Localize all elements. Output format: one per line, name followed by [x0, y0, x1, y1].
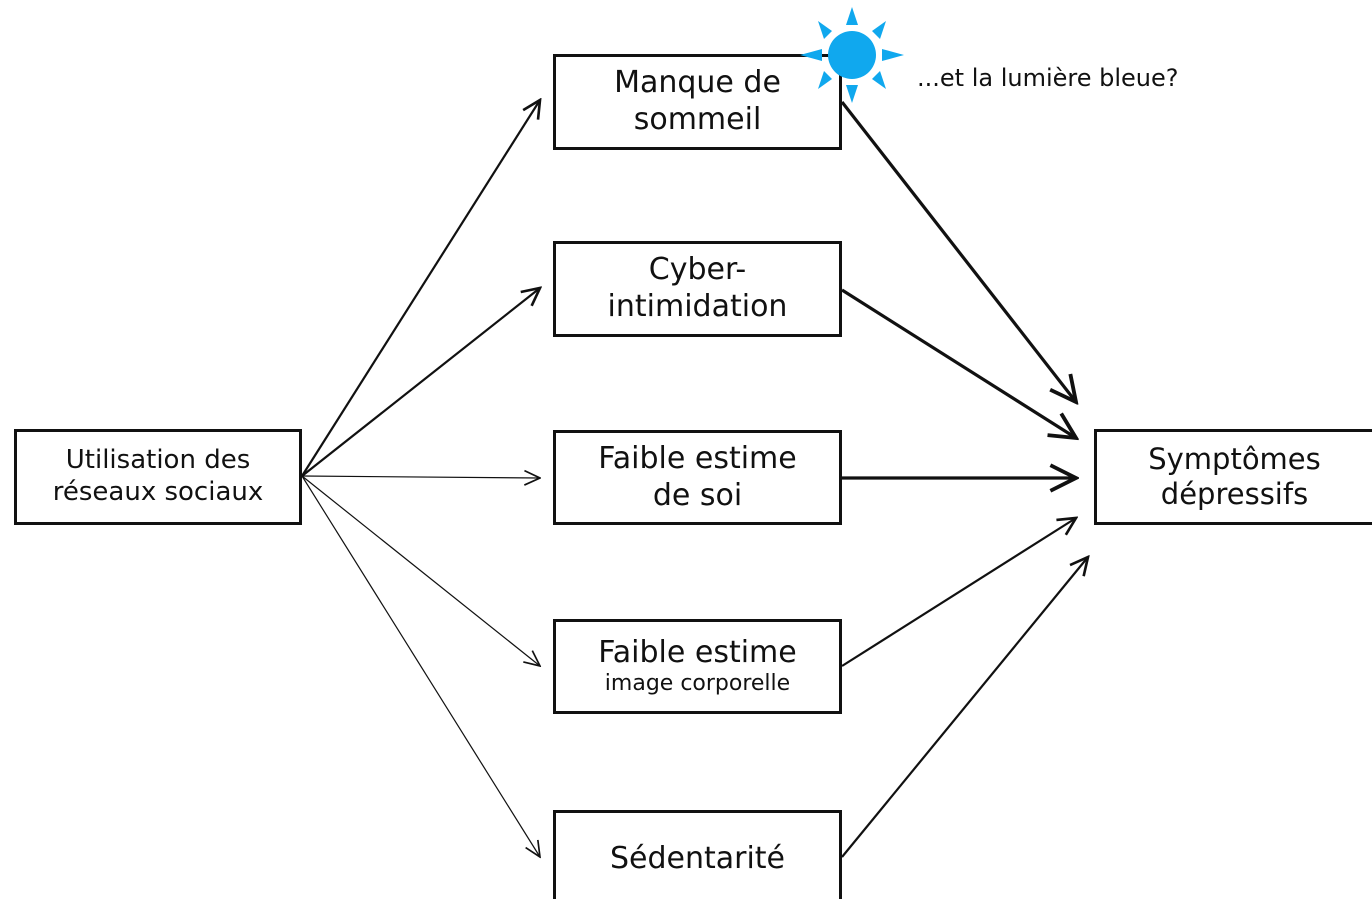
node-label-line2: de soi	[652, 477, 743, 513]
arrow-cyber-to-target	[841, 288, 1076, 438]
node-low-body-image: Faible estime image corporelle	[553, 619, 842, 714]
node-sedentary-lifestyle: Sédentarité	[553, 810, 842, 899]
node-lack-of-sleep: Manque de sommeil	[553, 54, 842, 150]
node-label-line1: Utilisation des	[65, 445, 251, 476]
node-label-line1: Sédentarité	[609, 841, 786, 876]
node-social-media-use: Utilisation des réseaux sociaux	[14, 429, 302, 525]
arrow-source-to-sleep	[301, 100, 540, 477]
arrow-source-to-cyber	[301, 288, 540, 477]
node-label-line1: Faible estime	[598, 634, 797, 670]
sun-icon	[800, 7, 904, 103]
node-label-line1: Faible estime	[598, 440, 797, 476]
arrow-source-to-esteem	[301, 476, 540, 478]
arrow-source-to-body	[301, 475, 540, 666]
node-label-line2: réseaux sociaux	[52, 477, 264, 507]
arrow-sedentary-to-target	[841, 557, 1088, 858]
node-low-self-esteem: Faible estime de soi	[553, 430, 842, 525]
arrow-sleep-to-target	[840, 101, 1076, 402]
node-label-line1: Manque de	[614, 65, 781, 101]
blue-light-annotation: ...et la lumière bleue?	[917, 64, 1179, 92]
node-label-line2: intimidation	[607, 289, 788, 324]
node-label-line2: image corporelle	[604, 671, 791, 697]
arrow-body-to-target	[841, 518, 1076, 667]
node-label-line1: Cyber-	[648, 252, 747, 288]
node-cyberbullying: Cyber- intimidation	[553, 241, 842, 337]
node-label-line1: Symptômes	[1148, 441, 1321, 476]
node-label-line2: sommeil	[633, 102, 762, 137]
node-depressive-symptoms: Symptômes dépressifs	[1094, 429, 1372, 525]
node-label-line2: dépressifs	[1160, 477, 1309, 511]
arrow-source-to-sedentary	[301, 475, 540, 857]
